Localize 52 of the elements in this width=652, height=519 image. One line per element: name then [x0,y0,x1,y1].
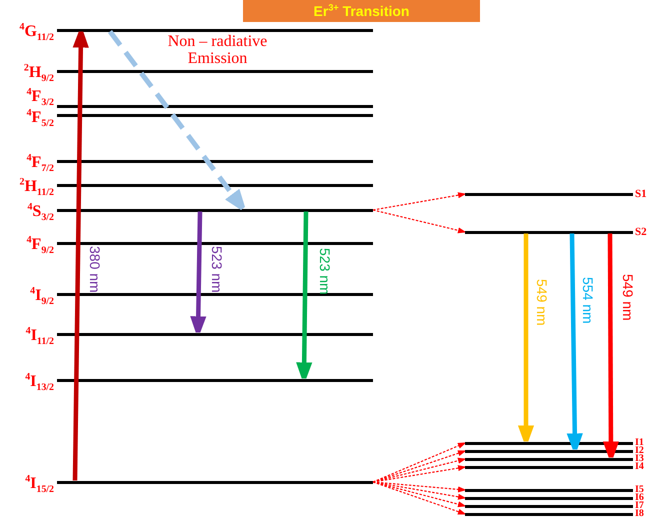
energy-level-line [57,480,373,484]
level-label: $^{4}$I$_{13/2}$ [25,372,54,392]
energy-level-line [57,292,373,296]
energy-level-line [465,504,633,508]
level-label: I6 [635,494,644,502]
wavelength-label: 549 nm [620,274,636,321]
energy-level-line [57,184,373,186]
level-label: $^{4}$S$_{3/2}$ [27,202,54,222]
energy-level-line [465,450,633,452]
energy-level-line [57,114,373,116]
level-label: $^{4}$F$_{3/2}$ [26,87,54,107]
level-label: I1 [635,439,644,447]
wavelength-label: 380 nm [87,246,103,293]
energy-level-line [465,466,633,468]
level-label: I5 [635,486,644,494]
energy-level-line [57,332,373,336]
level-label: $^{4}$F$_{9/2}$ [26,235,54,255]
energy-level-line [57,208,373,212]
level-label: $^{2}$H$_{9/2}$ [24,63,54,83]
energy-level-line [465,488,633,492]
title-banner: Er$^{3+}$ Transition [243,0,480,22]
level-label: I3 [635,455,644,463]
level-label: S2 [635,226,647,238]
wavelength-label: 523 nm [209,246,225,293]
energy-level-line [57,378,373,382]
wavelength-label: 523 nm [317,248,333,295]
level-label: $^{4}$F$_{5/2}$ [26,108,54,128]
energy-level-line [57,70,373,72]
level-label: $^{4}$F$_{7/2}$ [26,153,54,173]
energy-level-line [465,442,633,444]
energy-level-line [57,104,373,108]
energy-level-line [465,496,633,500]
energy-level-line [57,242,373,244]
level-label: $^{4}$I$_{15/2}$ [25,474,54,494]
wavelength-label: 554 nm [580,277,596,324]
energy-level-line [57,28,373,32]
wavelength-label: 549 nm [534,279,550,326]
level-label: $^{4}$I$_{9/2}$ [30,286,54,306]
level-label: I7 [635,502,644,510]
level-label: I4 [635,463,644,471]
energy-level-line [465,230,633,234]
level-label: $^{4}$I$_{11/2}$ [26,326,54,346]
level-label: $^{4}$G$_{11/2}$ [20,22,54,42]
energy-level-line [465,512,633,516]
level-label: S1 [635,188,647,200]
level-label: $^{2}$H$_{11/2}$ [20,177,54,197]
level-label: I2 [635,447,644,455]
edge-label: Non – radiative Emission [166,33,268,67]
level-label: I8 [635,510,644,518]
energy-level-line [465,458,633,460]
energy-level-line [465,192,633,196]
energy-level-line [57,160,373,162]
